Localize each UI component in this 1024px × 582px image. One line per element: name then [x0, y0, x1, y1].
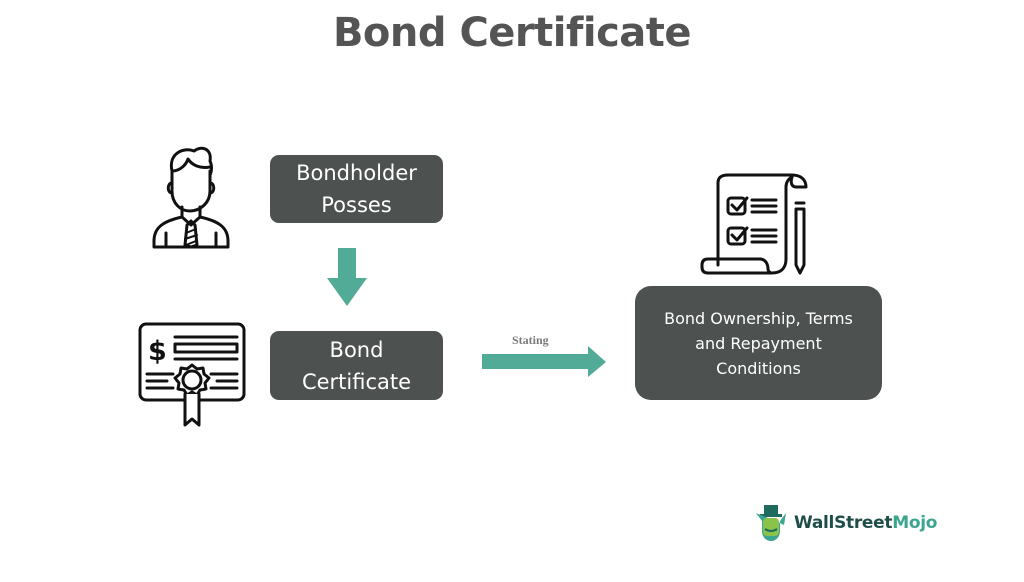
certificate-line1: Bond — [329, 337, 384, 362]
certificate-line2: Certificate — [301, 369, 412, 394]
bond-certificate-node: Bond Certificate — [270, 331, 443, 400]
stating-label: Stating — [512, 333, 549, 347]
down-arrow — [327, 248, 367, 306]
page-title: Bond Certificate — [332, 10, 692, 56]
wallstreetmojo-logo: WallStreetMojo — [754, 503, 937, 543]
right-arrow — [482, 346, 606, 377]
businessman-icon — [152, 146, 230, 249]
terms-line3: Conditions — [716, 358, 801, 378]
svg-text:$: $ — [148, 336, 167, 367]
certificate-icon: $ — [138, 322, 246, 427]
brand-name: WallStreetMojo — [794, 513, 938, 533]
bondholder-node: Bondholder Posses — [270, 155, 443, 223]
checklist-scroll-icon — [700, 173, 808, 275]
mascot-icon — [756, 505, 786, 541]
bondholder-line1: Bondholder — [296, 161, 417, 185]
bondholder-line2: Posses — [321, 193, 392, 217]
terms-line2: and Repayment — [695, 333, 822, 353]
terms-node: Bond Ownership, Terms and Repayment Cond… — [635, 286, 882, 400]
terms-line1: Bond Ownership, Terms — [664, 308, 853, 328]
